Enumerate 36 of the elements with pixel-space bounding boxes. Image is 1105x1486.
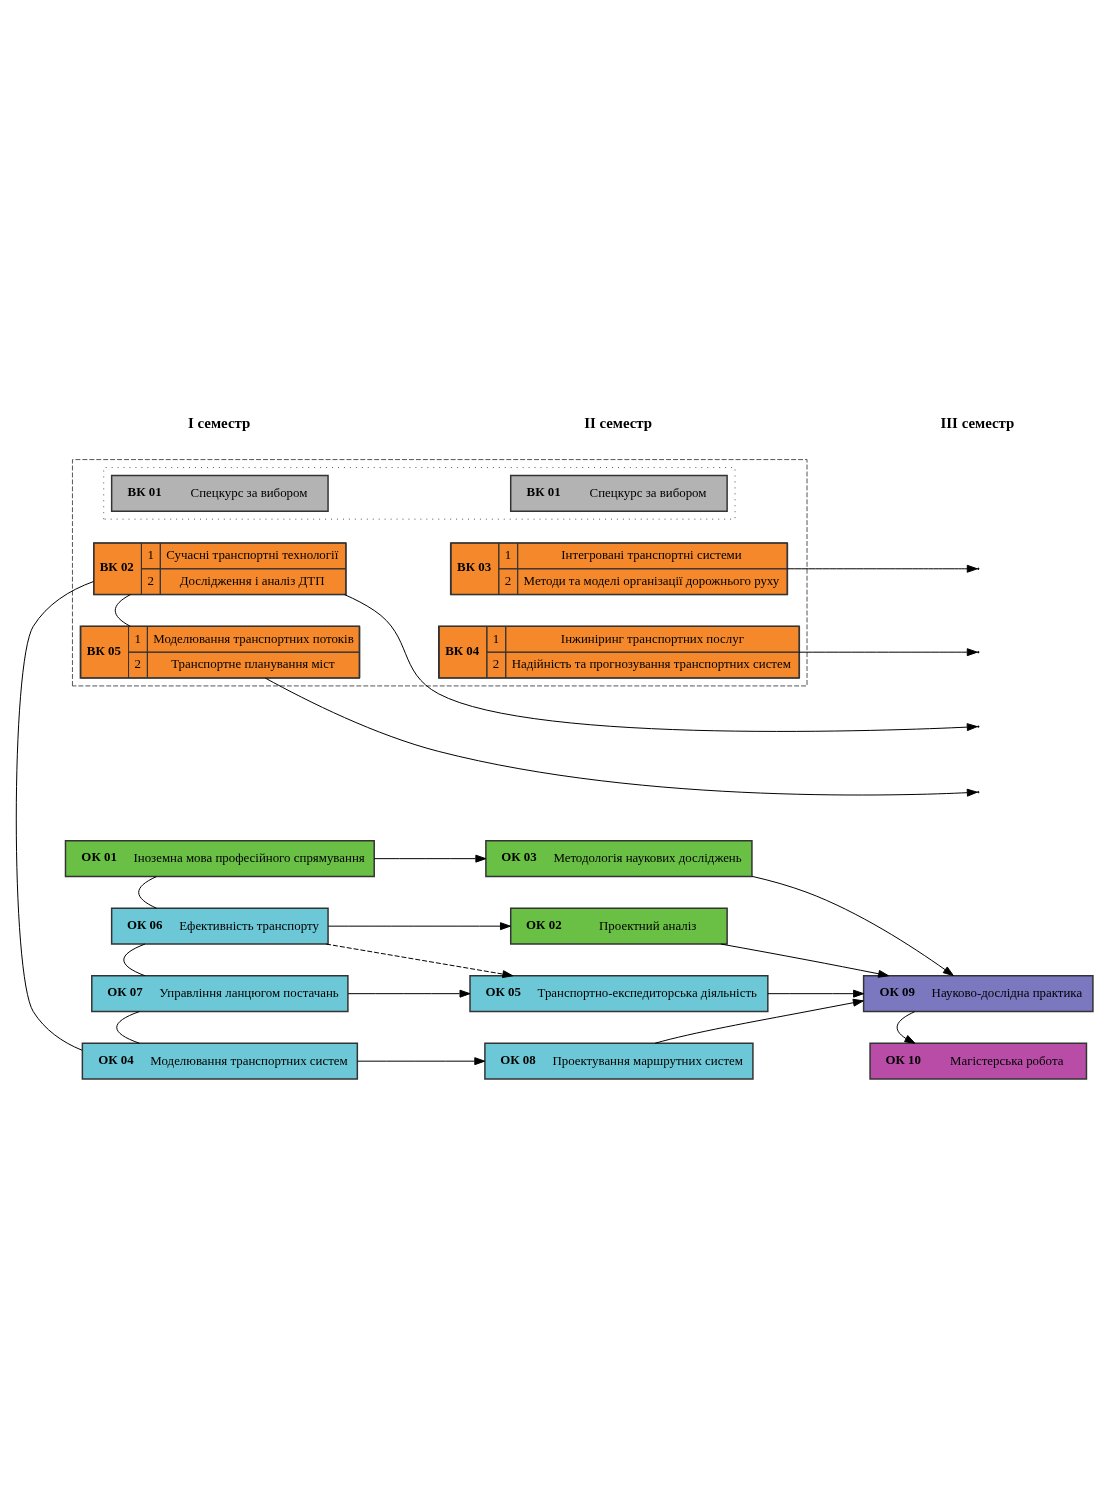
node-box: ОК 05 Транспортно-експедиторська діяльність xyxy=(469,974,769,1012)
arrow xyxy=(767,989,865,998)
cluster xyxy=(71,458,808,686)
label: І семестр xyxy=(188,414,251,431)
node-box: ОК 04 Моделювання транспортних систем xyxy=(81,1042,359,1080)
label: ІІІ семестр xyxy=(940,414,1015,431)
arrow xyxy=(357,1056,486,1065)
cluster xyxy=(103,466,736,520)
node-box: ОК 09 Науково-дослідна практика xyxy=(862,974,1094,1012)
node-box: ОК 06 Ефективність транспорту xyxy=(110,907,329,945)
arrow xyxy=(896,1010,916,1044)
node-box: ВК 01 Спецкурс за вибором xyxy=(509,474,728,512)
node-box: ВК 01 Спецкурс за вибором xyxy=(110,474,329,512)
arrow xyxy=(327,921,511,930)
arrow xyxy=(344,593,978,732)
node-box: ОК 01 Іноземна мова професійного спрямування xyxy=(64,839,375,877)
connector xyxy=(138,875,158,909)
connector xyxy=(114,593,131,627)
arrow xyxy=(751,875,954,976)
label: ІІ семестр xyxy=(584,414,653,431)
connector xyxy=(123,943,146,976)
node-box: ОК 10 Магістерська робота xyxy=(869,1042,1088,1080)
arrow xyxy=(264,677,978,797)
arrow xyxy=(654,998,864,1044)
connector xyxy=(116,1010,140,1044)
arrow xyxy=(720,943,890,978)
arrow xyxy=(325,943,514,978)
node-box: ОК 03 Методологія наукових досліджень xyxy=(485,839,753,877)
arrow xyxy=(373,854,487,863)
node-box: ОК 02 Проектний аналіз xyxy=(509,907,728,945)
arrow xyxy=(798,647,978,656)
arrow xyxy=(786,564,978,573)
connector xyxy=(15,580,94,1051)
arrow xyxy=(347,989,471,998)
node-box: ОК 07 Управління ланцюгом постачань xyxy=(91,974,349,1012)
node-box: ОК 08 Проектування маршрутних систем xyxy=(484,1042,754,1080)
